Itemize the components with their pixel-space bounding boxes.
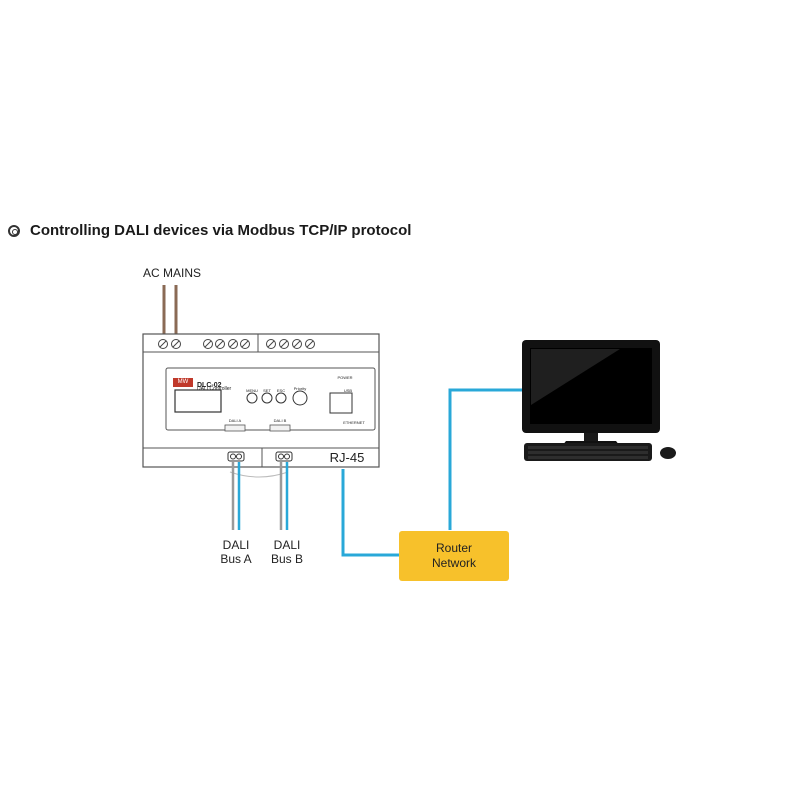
usb-label: USB xyxy=(343,388,353,393)
lcd-display xyxy=(174,389,222,413)
dlc-02-device xyxy=(142,333,380,478)
network-cables xyxy=(341,388,525,557)
brand-logo-text: MW xyxy=(177,379,189,385)
device-subtitle-label: DALI Controller xyxy=(197,386,232,392)
menu-button-label: MENU xyxy=(246,388,258,393)
router-network-box xyxy=(399,531,509,581)
priority-button-label: Priority xyxy=(293,386,307,391)
bottom-terminals xyxy=(227,451,293,462)
ac-mains-wires xyxy=(162,285,178,343)
device-model-label: DLC-02 xyxy=(197,382,222,389)
dali-bus-a-line2: Bus A xyxy=(220,552,252,566)
dali-a-small-label: DALI A xyxy=(228,418,242,423)
ac-mains-label: AC MAINS xyxy=(142,266,201,280)
dali-bus-b-line1: DALI xyxy=(273,538,301,552)
bullet-icon xyxy=(8,224,20,237)
esc-button-label: ESC xyxy=(276,388,286,393)
panel-buttons xyxy=(246,390,308,406)
dali-bus-wires xyxy=(231,462,289,530)
dali-bus-a-label: DALI Bus A xyxy=(212,538,260,566)
rj45-port-label: RJ-45 xyxy=(329,450,365,465)
router-label-line1: Router xyxy=(435,541,473,555)
ethernet-port xyxy=(329,392,353,414)
ethernet-small-label: ETHERNET xyxy=(343,420,365,425)
router-network-label: Router Network xyxy=(399,541,509,571)
set-button-label: SET xyxy=(263,388,271,393)
diagram-heading: Controlling DALI devices via Modbus TCP/… xyxy=(8,222,411,239)
power-indicator-label: POWER xyxy=(337,375,353,380)
heading-text: Controlling DALI devices via Modbus TCP/… xyxy=(30,222,412,239)
dali-b-small-label: DALI B xyxy=(273,418,287,423)
dali-bus-b-line2: Bus B xyxy=(270,552,303,566)
dali-bus-b-label: DALI Bus B xyxy=(262,538,312,566)
brand-logo xyxy=(173,378,193,387)
dali-bus-a-line1: DALI xyxy=(222,538,250,552)
desktop-computer-icon xyxy=(522,340,676,461)
router-label-line2: Network xyxy=(431,556,476,570)
